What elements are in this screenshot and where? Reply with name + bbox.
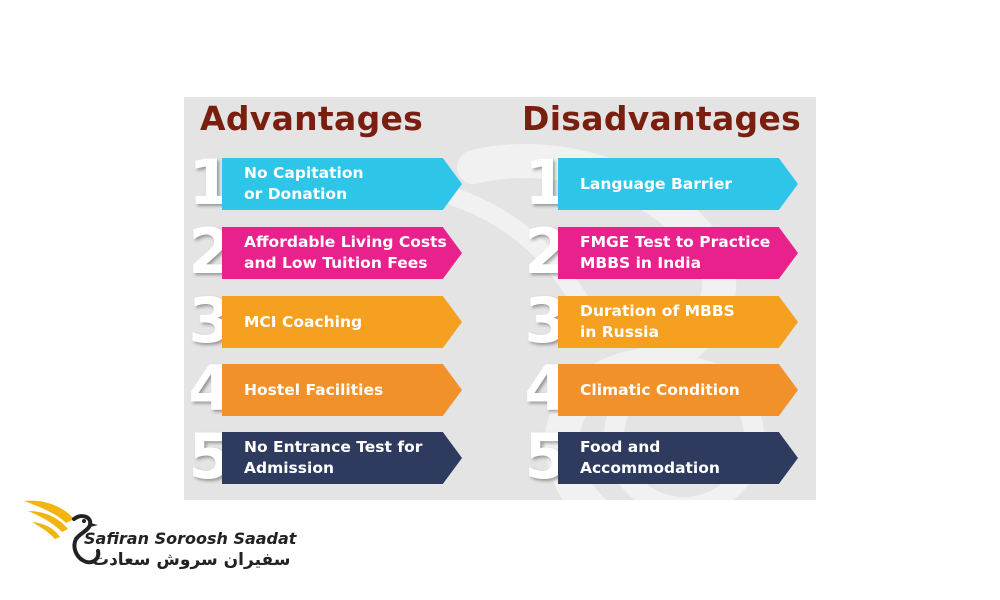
item-arrow-bar: Affordable Living Costs and Low Tuition … [222, 227, 462, 279]
item-text-line1: Duration of MBBS [580, 302, 735, 320]
item-arrow-bar: Food and Accommodation [558, 432, 798, 484]
item-arrow-bar: MCI Coaching [222, 296, 462, 348]
item-text-line1: Climatic Condition [580, 380, 740, 399]
infographic-panel: Advantages Disadvantages 1 No Capitation… [184, 97, 816, 500]
item-text-line1: MCI Coaching [244, 312, 363, 331]
item-arrow-bar: No Capitation or Donation [222, 158, 462, 210]
item-arrow-bar: Climatic Condition [558, 364, 798, 416]
item-text-line2: Admission [244, 459, 335, 477]
bird-logo-icon [24, 500, 101, 565]
brand-name: Safiran Soroosh Saadat [84, 529, 297, 548]
item-text-line1: Language Barrier [580, 174, 732, 193]
item-text-line2: and Low Tuition Fees [244, 254, 428, 272]
item-arrow-bar: No Entrance Test for Admission [222, 432, 462, 484]
item-text-line1: Food and [580, 438, 661, 456]
item-arrow-bar: Duration of MBBS in Russia [558, 296, 798, 348]
advantages-title: Advantages [200, 99, 424, 138]
item-arrow-bar: Hostel Facilities [222, 364, 462, 416]
item-text-line1: Hostel Facilities [244, 380, 384, 399]
item-text-line1: Affordable Living Costs [244, 233, 447, 251]
brand-logo: Safiran Soroosh Saadat سفیران سروش سعادت [22, 495, 302, 585]
item-text-line2: or Donation [244, 185, 348, 203]
brand-name-persian: سفیران سروش سعادت [92, 550, 291, 570]
item-text-line1: No Entrance Test for [244, 438, 423, 456]
item-text-line2: Accommodation [580, 459, 720, 477]
item-text-line1: FMGE Test to Practice [580, 233, 771, 251]
item-text-line2: MBBS in India [580, 254, 702, 272]
item-text-line1: No Capitation [244, 164, 364, 182]
item-arrow-bar: Language Barrier [558, 158, 798, 210]
disadvantages-title: Disadvantages [522, 99, 802, 138]
item-arrow-bar: FMGE Test to Practice MBBS in India [558, 227, 798, 279]
item-text-line2: in Russia [580, 323, 659, 341]
